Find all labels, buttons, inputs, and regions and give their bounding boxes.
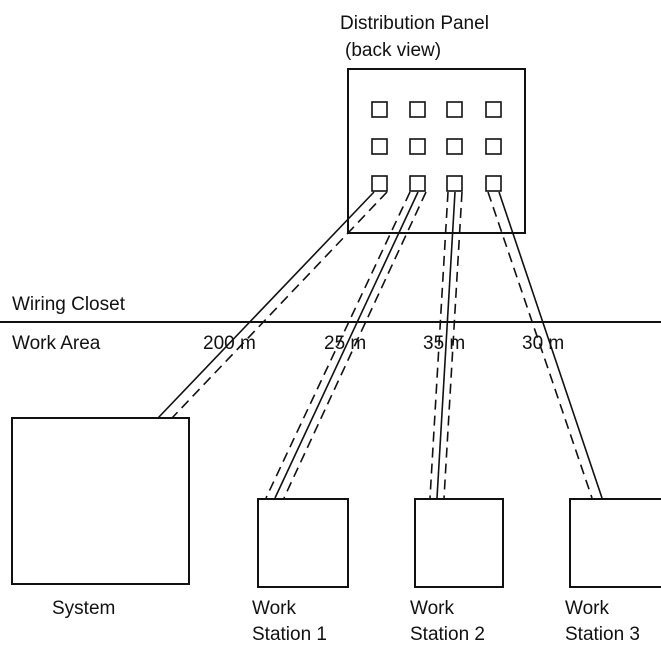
workstation-1-box (257, 498, 349, 588)
panel-port (446, 101, 463, 118)
workstation-1-label-line2: Station 1 (252, 624, 327, 645)
system-box (11, 417, 190, 585)
workstation-2-label-line2: Station 2 (410, 624, 485, 645)
workstation-3-label-line2: Station 3 (565, 624, 640, 645)
cable-workstation-2 (429, 191, 463, 499)
panel-port (409, 175, 426, 192)
workstation-2-label-line1: Work (410, 598, 454, 619)
panel-title-line1: Distribution Panel (340, 13, 489, 34)
workstation-2-box (414, 498, 504, 588)
panel-title-line2: (back view) (345, 40, 441, 61)
panel-port-grid (371, 101, 502, 192)
wiring-closet-label: Wiring Closet (12, 294, 126, 315)
work-area-label: Work Area (12, 333, 101, 354)
workstation-1-label-line1: Work (252, 598, 296, 619)
cable-workstation-1 (265, 191, 427, 499)
workstation-3-label-line1: Work (565, 598, 609, 619)
panel-port (485, 101, 502, 118)
cable-length-label: 30 m (522, 333, 564, 354)
cable-length-label: 35 m (423, 333, 465, 354)
cable-length-label: 25 m (324, 333, 366, 354)
system-label: System (52, 598, 115, 619)
panel-port (485, 175, 502, 192)
workstation-3-box (569, 498, 661, 588)
panel-port (485, 138, 502, 155)
panel-port (446, 175, 463, 192)
panel-port (371, 175, 388, 192)
cable-system (157, 191, 388, 419)
cable-workstation-3 (487, 191, 603, 499)
panel-port (371, 101, 388, 118)
panel-port (371, 138, 388, 155)
panel-port (409, 138, 426, 155)
panel-port (409, 101, 426, 118)
panel-port (446, 138, 463, 155)
